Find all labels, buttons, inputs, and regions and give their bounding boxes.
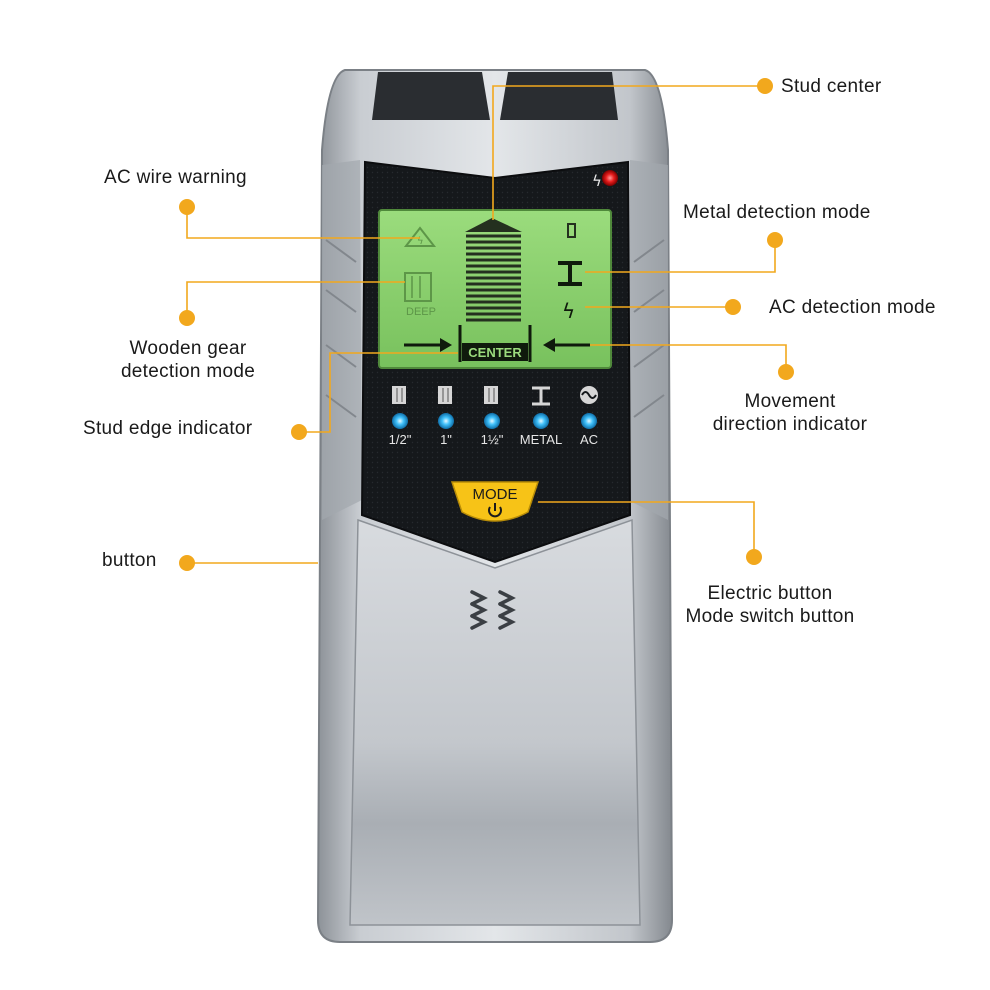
metal-mode-icon xyxy=(558,261,582,286)
led-metal xyxy=(533,413,549,429)
lcd-screen: ϟ DEEP ϟ xyxy=(378,209,612,369)
callout-electric-button: Electric button Mode switch button xyxy=(660,582,880,628)
wood-deep-icon xyxy=(404,272,432,302)
indicator-label: 1½" xyxy=(481,432,504,447)
led-ac xyxy=(581,413,597,429)
leader-lines xyxy=(186,85,787,564)
movement-arrow-left-icon xyxy=(404,338,452,352)
callout-stud-edge-indicator: Stud edge indicator xyxy=(83,418,253,439)
ac-mode-lightning-icon: ϟ xyxy=(562,299,575,323)
mode-button-label: MODE xyxy=(473,486,518,503)
callout-movement-line2: direction indicator xyxy=(712,414,868,435)
callout-wooden-gear: Wooden gear detection mode xyxy=(103,337,273,383)
mode-button[interactable]: MODE xyxy=(450,481,540,522)
wood-half-inch-icon xyxy=(392,386,406,404)
led-one-half-inch xyxy=(484,413,500,429)
callout-wooden-gear-line2: detection mode xyxy=(120,361,256,382)
svg-text:ϟ: ϟ xyxy=(417,236,424,247)
center-marker: CENTER xyxy=(458,325,532,362)
callout-movement-line1: Movement xyxy=(744,391,836,412)
ac-warning-triangle-icon: ϟ xyxy=(403,226,437,247)
speaker-grille-icon xyxy=(470,590,516,630)
callout-movement-direction: Movement direction indicator xyxy=(690,390,890,436)
callout-stud-center: Stud center xyxy=(781,76,882,97)
lcd-deep-label: DEEP xyxy=(406,306,436,318)
indicator-label: 1/2" xyxy=(389,432,412,447)
lcd-center-label: CENTER xyxy=(468,345,522,360)
led-one-inch xyxy=(438,413,454,429)
movement-arrow-right-icon xyxy=(543,338,590,352)
ac-warning-led: ϟ xyxy=(592,170,618,190)
indicator-label: 1" xyxy=(440,432,452,447)
power-icon xyxy=(488,503,502,518)
svg-text:ϟ: ϟ xyxy=(592,172,602,190)
indicator-row: 1/2" 1" 1½" METAL AC xyxy=(389,386,598,447)
indicator-label: METAL xyxy=(520,432,562,447)
wood-one-half-inch-icon xyxy=(484,386,498,404)
callout-dots xyxy=(179,78,794,571)
callout-wooden-gear-line1: Wooden gear xyxy=(129,338,247,359)
callout-button: button xyxy=(102,550,157,571)
callout-ac-wire-warning: AC wire warning xyxy=(104,167,247,188)
callout-electric-line2: Mode switch button xyxy=(685,606,855,627)
metal-indicator-icon xyxy=(532,386,550,406)
battery-icon xyxy=(567,223,576,238)
indicator-label: AC xyxy=(580,432,598,447)
callout-ac-detection-mode: AC detection mode xyxy=(769,297,936,318)
callout-electric-line1: Electric button xyxy=(707,583,833,604)
ac-indicator-icon xyxy=(580,386,598,404)
wood-one-inch-icon xyxy=(438,386,452,404)
stud-bar-graph xyxy=(465,218,522,322)
callout-metal-detection-mode: Metal detection mode xyxy=(683,202,871,223)
led-half-inch xyxy=(392,413,408,429)
